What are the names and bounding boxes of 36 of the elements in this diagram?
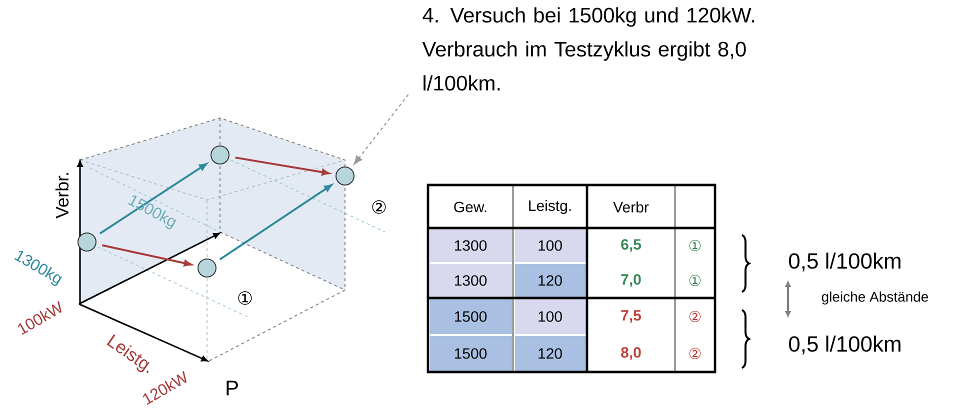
table-cell: 7,0 xyxy=(621,274,641,287)
arrow xyxy=(219,184,332,260)
table-cell: 120 xyxy=(538,275,562,286)
data-point xyxy=(336,166,354,186)
table-cell: 1300 xyxy=(454,275,487,286)
arrow xyxy=(235,156,330,176)
table-cell: 1500 xyxy=(454,348,487,359)
table-cell: 100 xyxy=(538,240,562,251)
table-cell: ① xyxy=(689,240,701,252)
point-number: ① xyxy=(238,291,252,305)
table-header: Gew. xyxy=(454,202,486,212)
table-cell: ② xyxy=(689,310,701,322)
point-number: ② xyxy=(372,200,386,214)
table-cell: ② xyxy=(689,348,701,360)
data-point xyxy=(78,232,96,252)
axis-label: Verbr. xyxy=(55,173,69,218)
table-header: Leistg. xyxy=(529,200,571,214)
arrow xyxy=(99,163,207,234)
table-cell: 1300 xyxy=(454,240,487,251)
data-point xyxy=(210,146,230,164)
data-point xyxy=(198,258,216,278)
table-cell: 120 xyxy=(538,348,562,359)
table-cell: 1500 xyxy=(454,311,487,322)
table-cell: 7,5 xyxy=(621,310,642,323)
table-cell: 6,5 xyxy=(621,239,642,252)
note-text: gleiche Abstände xyxy=(822,291,928,305)
table-cell: 100 xyxy=(538,311,562,322)
difference-label: 0,5 l/100km xyxy=(789,336,900,354)
table-cell: ① xyxy=(689,274,701,286)
callout-text: 4. Versuch bei 1500kg und 120kW. Verbrauch im Testzyklus ergibt 8,0 l/100km. xyxy=(422,7,754,91)
difference-label: 0,5 l/100km xyxy=(789,252,900,272)
table-header: Verbr xyxy=(613,202,649,212)
table-cell: 8,0 xyxy=(621,347,641,360)
axis-label: P xyxy=(226,380,238,396)
arrow xyxy=(102,244,192,266)
leader-arrow xyxy=(354,94,409,165)
